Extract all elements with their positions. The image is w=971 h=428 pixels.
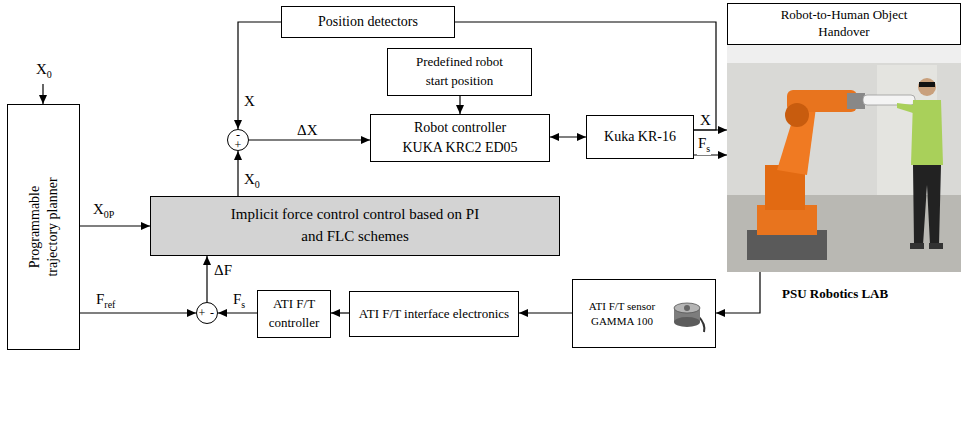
process-box: Predefined robot start position [387, 48, 532, 96]
sign-text: + [235, 139, 242, 151]
sign-text: - [210, 307, 214, 319]
sensor-box: ATI F/T sensor GAMMA 100 [572, 279, 716, 348]
summing-junction: -+ [227, 129, 249, 151]
signal-label: X [243, 92, 256, 110]
process-box: Position detectors [281, 6, 455, 38]
node-text: Robot-to-Human Object Handover [759, 7, 929, 41]
signal-label: ΔF [213, 261, 233, 279]
node-text: ATI F/T sensor GAMMA 100 [580, 299, 664, 328]
node-text: Programmable trajectory planner [25, 162, 61, 292]
node-text: Position detectors [318, 12, 418, 32]
robot-photo [727, 45, 961, 272]
signal-label: Fs [697, 134, 711, 155]
connector [716, 272, 760, 313]
signal-label: X [699, 111, 712, 129]
handover-panel: Robot-to-Human Object Handover [727, 3, 961, 272]
signal-label: X0 [243, 170, 261, 191]
connector [550, 136, 586, 137]
connector [238, 22, 281, 129]
node-text: Predefined robot start position [405, 53, 515, 91]
process-box: ATI F/T controller [257, 290, 331, 338]
connector [331, 312, 349, 313]
node-text: Implicit force control control based on … [230, 204, 480, 248]
sensor-icon [668, 294, 708, 334]
signal-label: Fs [232, 290, 246, 311]
header-box: Robot-to-Human Object Handover [727, 3, 961, 45]
process-box: ATI F/T interface electronics [349, 291, 519, 337]
signal-label: ΔX [296, 121, 318, 139]
process-box: Robot controller KUKA KRC2 ED05 [370, 114, 550, 162]
connector [694, 129, 727, 130]
node-text: ATI F/T controller [263, 295, 325, 333]
summing-junction: +- [196, 302, 218, 324]
planner-box: Programmable trajectory planner [7, 104, 80, 350]
connector [80, 312, 196, 313]
node-text: Robot controller KUKA KRC2 ED05 [399, 118, 521, 159]
connector [519, 312, 572, 313]
node-text: ATI F/T interface electronics [359, 305, 509, 324]
sign-text: + [199, 307, 206, 319]
process-box: Kuka KR-16 [586, 115, 694, 159]
input-label: X0 [35, 60, 53, 81]
connector [80, 225, 150, 226]
connector [459, 96, 460, 114]
connector [206, 256, 207, 302]
lab-caption: PSU Robotics LAB [781, 286, 889, 302]
connector [237, 151, 238, 196]
controller-box: Implicit force control control based on … [150, 196, 560, 256]
connector [218, 312, 257, 313]
connector [249, 139, 370, 140]
node-text: Kuka KR-16 [604, 127, 676, 147]
input-arrow [42, 84, 43, 104]
signal-label: Fref [95, 290, 116, 311]
signal-label: X0P [92, 200, 115, 221]
